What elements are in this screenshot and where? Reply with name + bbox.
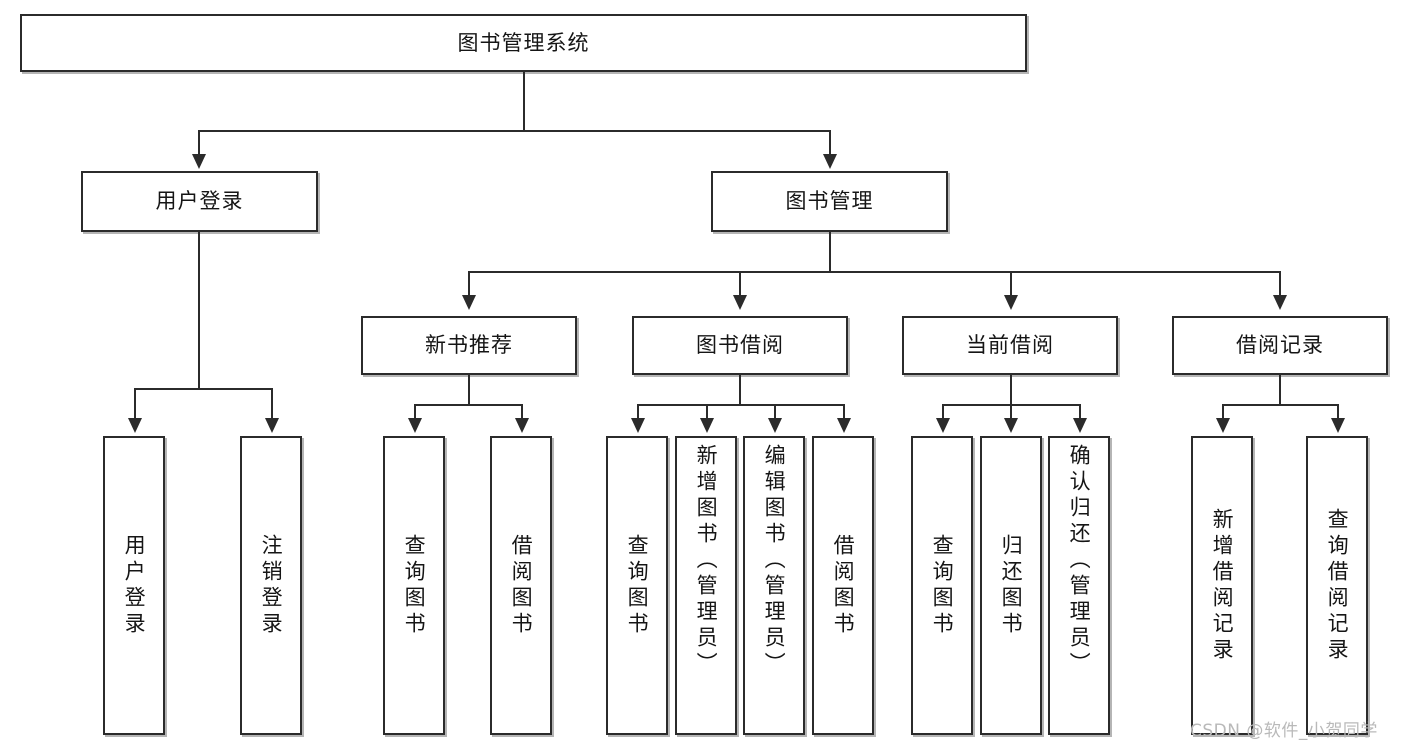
connector-to-book-manage bbox=[829, 130, 831, 156]
node-new-book-rec[interactable]: 新书推荐 bbox=[361, 316, 577, 375]
arrow-to-current-borrow bbox=[1004, 295, 1018, 310]
connector-br-leaf1 bbox=[1222, 404, 1224, 420]
node-borrow-record[interactable]: 借阅记录 bbox=[1172, 316, 1388, 375]
connector-book-borrow-trunk bbox=[739, 375, 741, 404]
leaf-query-book-1-label: 查询图书 bbox=[402, 533, 427, 638]
connector-book-borrow-bus bbox=[637, 404, 844, 406]
leaf-confirm-return[interactable]: 确认归还（管理员） bbox=[1048, 436, 1110, 735]
leaf-confirm-return-label: 确认归还（管理员） bbox=[1067, 444, 1092, 678]
node-user-login[interactable]: 用户登录 bbox=[81, 171, 318, 232]
arrow-to-borrow-record bbox=[1273, 295, 1287, 310]
connector-user-login-leaf2 bbox=[271, 388, 273, 420]
leaf-user-logout[interactable]: 注销登录 bbox=[240, 436, 302, 735]
connector-cb-leaf1 bbox=[942, 404, 944, 420]
leaf-query-book-3[interactable]: 查询图书 bbox=[911, 436, 973, 735]
leaf-borrow-book-1-label: 借阅图书 bbox=[509, 533, 534, 638]
connector-new-book-rec-trunk bbox=[468, 375, 470, 404]
node-borrow-record-label: 借阅记录 bbox=[1236, 333, 1324, 358]
node-book-manage[interactable]: 图书管理 bbox=[711, 171, 948, 232]
leaf-query-book-2[interactable]: 查询图书 bbox=[606, 436, 668, 735]
node-root-label: 图书管理系统 bbox=[457, 30, 590, 55]
node-book-manage-label: 图书管理 bbox=[785, 189, 874, 214]
leaf-add-book-label: 新增图书（管理员） bbox=[694, 444, 719, 678]
arrow-nbr-leaf1 bbox=[408, 418, 422, 433]
arrow-to-new-book-rec bbox=[462, 295, 476, 310]
node-current-borrow-label: 当前借阅 bbox=[966, 333, 1054, 358]
connector-br-leaf2 bbox=[1337, 404, 1339, 420]
arrow-cb-leaf2 bbox=[1004, 418, 1018, 433]
arrow-to-book-manage bbox=[823, 154, 837, 169]
connector-to-current-borrow bbox=[1010, 271, 1012, 297]
node-root[interactable]: 图书管理系统 bbox=[20, 14, 1027, 72]
connector-root-trunk bbox=[523, 72, 525, 130]
node-current-borrow[interactable]: 当前借阅 bbox=[902, 316, 1118, 375]
connector-level3-bus bbox=[468, 271, 1280, 273]
connector-bb-leaf3 bbox=[774, 404, 776, 420]
arrow-to-user-login bbox=[192, 154, 206, 169]
connector-borrow-record-trunk bbox=[1279, 375, 1281, 404]
leaf-edit-book-label: 编辑图书（管理员） bbox=[762, 444, 787, 678]
leaf-borrow-book-2[interactable]: 借阅图书 bbox=[812, 436, 874, 735]
arrow-bb-leaf4 bbox=[837, 418, 851, 433]
node-new-book-rec-label: 新书推荐 bbox=[425, 333, 513, 358]
leaf-add-record-label: 新增借阅记录 bbox=[1210, 507, 1235, 664]
leaf-query-book-3-label: 查询图书 bbox=[930, 533, 955, 638]
arrow-user-login-leaf1 bbox=[128, 418, 142, 433]
leaf-borrow-book-2-label: 借阅图书 bbox=[831, 533, 856, 638]
arrow-br-leaf1 bbox=[1216, 418, 1230, 433]
connector-cb-leaf3 bbox=[1079, 404, 1081, 420]
leaf-add-record[interactable]: 新增借阅记录 bbox=[1191, 436, 1253, 735]
connector-to-borrow-record bbox=[1279, 271, 1281, 297]
connector-nbr-leaf1 bbox=[414, 404, 416, 420]
connector-to-book-borrow bbox=[739, 271, 741, 297]
connector-bb-leaf1 bbox=[637, 404, 639, 420]
connector-bb-leaf4 bbox=[843, 404, 845, 420]
arrow-bb-leaf1 bbox=[631, 418, 645, 433]
leaf-return-book[interactable]: 归还图书 bbox=[980, 436, 1042, 735]
leaf-user-login-label: 用户登录 bbox=[122, 533, 147, 638]
connector-current-borrow-trunk bbox=[1010, 375, 1012, 404]
connector-user-login-trunk bbox=[198, 232, 200, 388]
connector-book-manage-trunk bbox=[829, 232, 831, 271]
leaf-user-login[interactable]: 用户登录 bbox=[103, 436, 165, 735]
arrow-br-leaf2 bbox=[1331, 418, 1345, 433]
arrow-nbr-leaf2 bbox=[515, 418, 529, 433]
leaf-user-logout-label: 注销登录 bbox=[259, 533, 284, 638]
arrow-bb-leaf3 bbox=[768, 418, 782, 433]
arrow-user-login-leaf2 bbox=[265, 418, 279, 433]
connector-user-login-leaf1 bbox=[134, 388, 136, 420]
connector-to-new-book-rec bbox=[468, 271, 470, 297]
leaf-add-book[interactable]: 新增图书（管理员） bbox=[675, 436, 737, 735]
connector-borrow-record-bus bbox=[1222, 404, 1338, 406]
leaf-query-book-2-label: 查询图书 bbox=[625, 533, 650, 638]
connector-user-login-bus bbox=[134, 388, 272, 390]
csdn-watermark: CSDN @软件_小贺同学 bbox=[1190, 721, 1378, 741]
node-user-login-label: 用户登录 bbox=[155, 189, 244, 214]
connector-cb-leaf2 bbox=[1010, 404, 1012, 420]
leaf-borrow-book-1[interactable]: 借阅图书 bbox=[490, 436, 552, 735]
connector-new-book-rec-bus bbox=[414, 404, 522, 406]
leaf-edit-book[interactable]: 编辑图书（管理员） bbox=[743, 436, 805, 735]
arrow-to-book-borrow bbox=[733, 295, 747, 310]
leaf-query-record-label: 查询借阅记录 bbox=[1325, 507, 1350, 664]
arrow-bb-leaf2 bbox=[700, 418, 714, 433]
arrow-cb-leaf3 bbox=[1073, 418, 1087, 433]
connector-bb-leaf2 bbox=[706, 404, 708, 420]
leaf-query-record[interactable]: 查询借阅记录 bbox=[1306, 436, 1368, 735]
leaf-query-book-1[interactable]: 查询图书 bbox=[383, 436, 445, 735]
arrow-cb-leaf1 bbox=[936, 418, 950, 433]
connector-level2-bus bbox=[198, 130, 830, 132]
node-book-borrow-label: 图书借阅 bbox=[696, 333, 784, 358]
connector-nbr-leaf2 bbox=[521, 404, 523, 420]
node-book-borrow[interactable]: 图书借阅 bbox=[632, 316, 848, 375]
connector-to-user-login bbox=[198, 130, 200, 156]
leaf-return-book-label: 归还图书 bbox=[999, 533, 1024, 638]
